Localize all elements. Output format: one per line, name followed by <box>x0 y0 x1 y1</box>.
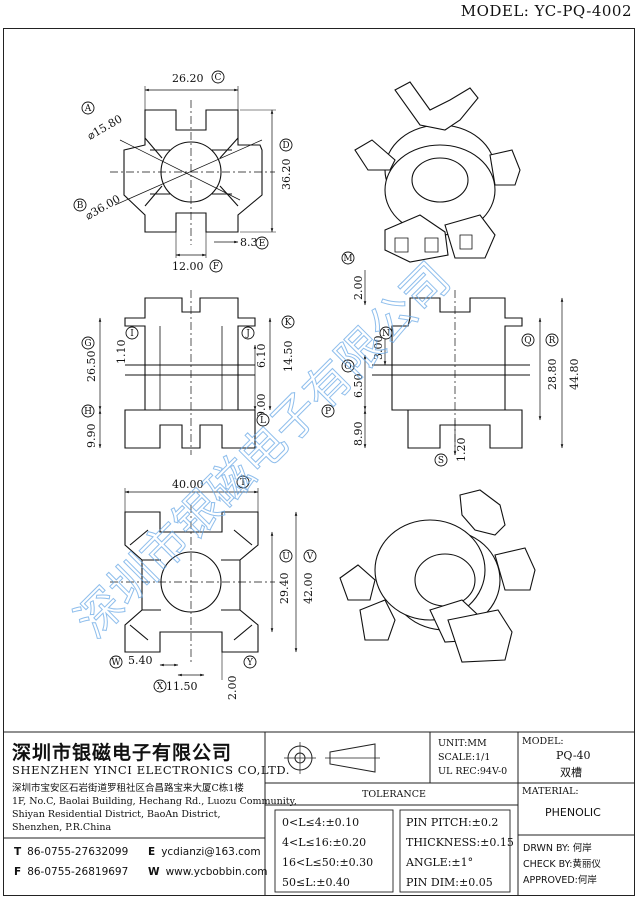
svg-text:J: J <box>245 329 250 339</box>
address-block: 深圳市宝安区石岩街道罗租社区合昌路宝来大厦C栋1楼 1F, No.C, Baol… <box>12 782 297 834</box>
dim-g: 26.50 <box>85 351 98 383</box>
svg-text:W: W <box>111 658 121 668</box>
svg-text:M: M <box>343 254 352 264</box>
title-block-grid <box>3 731 635 896</box>
callout-letters: A B C D E F G H I J K L M N O P Q R S T … <box>77 73 556 692</box>
svg-text:H: H <box>84 407 92 417</box>
dim-n: 3.00 <box>372 336 385 361</box>
svg-text:I: I <box>130 329 134 339</box>
dim-i: 1.10 <box>115 340 128 365</box>
svg-text:L: L <box>260 416 266 426</box>
svg-text:G: G <box>84 339 91 349</box>
dim-outer-dia: ⌀36.00 <box>83 192 123 222</box>
check-by: CHECK BY:黄丽仪 <box>523 859 601 870</box>
svg-text:R: R <box>549 336 556 346</box>
svg-text:T: T <box>240 478 246 488</box>
svg-text:E: E <box>259 239 266 249</box>
svg-text:D: D <box>282 141 289 151</box>
svg-text:Y: Y <box>246 658 254 668</box>
dim-v: 42.00 <box>302 573 315 605</box>
svg-text:A: A <box>84 104 92 114</box>
address-en-line-2: Shiyan Residential District, BaoAn Distr… <box>12 809 221 820</box>
scale: SCALE:1/1 <box>438 752 491 763</box>
drawing-frame <box>3 28 635 896</box>
svg-text:P: P <box>325 407 331 417</box>
svg-text:U: U <box>282 552 290 562</box>
approved-by: APPROVED:何岸 <box>523 875 597 886</box>
svg-text:S: S <box>438 456 444 466</box>
dim-t: 40.00 <box>172 478 204 491</box>
model-label: MODEL: <box>522 736 564 747</box>
isometric-view-bottom <box>339 489 536 663</box>
address-en-line-1: 1F, No.C, Baolai Building, Hechang Rd., … <box>12 796 297 807</box>
material-value: PHENOLIC <box>545 806 601 819</box>
dim-top-width: 26.20 <box>172 72 204 85</box>
svg-text:K: K <box>285 318 292 328</box>
svg-text:F: F <box>213 262 219 272</box>
bottom-view <box>110 488 298 680</box>
dim-m: 2.00 <box>352 276 365 301</box>
tolerance-other-list: PIN PITCH:±0.2 THICKNESS:±0.15 ANGLE:±1°… <box>406 816 514 889</box>
dim-s: 1.20 <box>455 438 468 463</box>
address-en-line-3: Shenzhen, P.R.China <box>12 822 112 833</box>
address-cn: 深圳市宝安区石岩街道罗租社区合昌路宝来大厦C栋1楼 <box>12 783 244 794</box>
model-value: PQ-40 <box>556 749 591 762</box>
svg-text:Q: Q <box>524 336 531 346</box>
dim-q: 28.80 <box>546 359 559 391</box>
company-name-cn: 深圳市银磁电子有限公司 <box>12 742 233 764</box>
side-view <box>363 270 564 456</box>
model-title: MODEL: YC-PQ-4002 <box>460 2 632 20</box>
dim-u: 29.40 <box>278 573 291 605</box>
svg-text:C: C <box>215 73 222 83</box>
material-label: MATERIAL: <box>522 786 579 797</box>
ul-rec: UL REC:94V-0 <box>438 766 508 777</box>
callout-labels <box>73 70 559 693</box>
dim-height-d: 36.20 <box>280 159 293 191</box>
company-name-en: SHENZHEN YINCI ELECTRONICS CO,LTD. <box>12 763 291 777</box>
dim-w: 5.40 <box>128 654 153 667</box>
svg-text:X: X <box>157 682 164 692</box>
tolerance-label: TOLERANCE <box>362 789 426 800</box>
dim-p: 8.90 <box>352 422 365 447</box>
drawn-by: DRWN BY: 何岸 <box>523 843 592 854</box>
dim-bottom-f: 12.00 <box>172 260 204 273</box>
dim-inner-dia: ⌀15.80 <box>85 112 125 142</box>
dim-r: 44.80 <box>568 359 581 391</box>
isometric-view-top <box>354 81 521 263</box>
dim-y: 2.00 <box>226 676 239 701</box>
dim-h: 9.90 <box>85 424 98 449</box>
dim-x: 11.50 <box>166 680 198 693</box>
tolerance-length-list: 0<L≤4:±0.10 4<L≤16:±0.20 16<L≤50:±0.30 5… <box>282 816 374 889</box>
svg-text:B: B <box>77 201 84 211</box>
dim-o: 6.50 <box>352 374 365 399</box>
svg-text:O: O <box>344 362 351 372</box>
svg-text:N: N <box>382 329 390 339</box>
model-sub: 双槽 <box>560 766 582 779</box>
dim-l: 9.00 <box>255 394 268 419</box>
svg-text:V: V <box>306 552 314 562</box>
front-view <box>98 290 272 455</box>
unit: UNIT:MM <box>438 738 487 749</box>
dim-k: 14.50 <box>282 341 295 373</box>
top-view <box>110 86 276 258</box>
dim-j: 6.10 <box>255 344 268 369</box>
